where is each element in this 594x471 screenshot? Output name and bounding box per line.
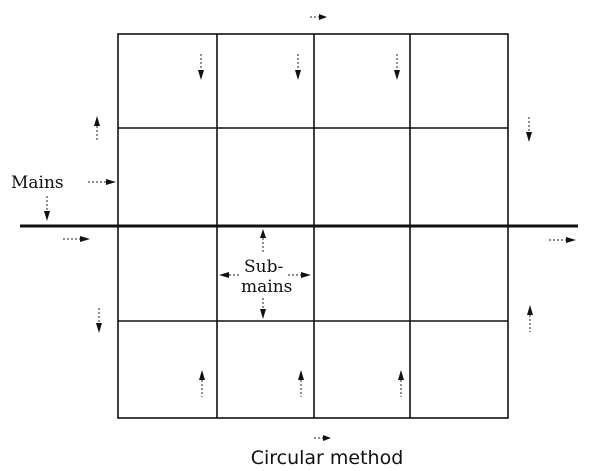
arrow-down-icon xyxy=(198,54,204,80)
arrow-up-icon xyxy=(260,229,266,252)
submains-label-line1: Sub- xyxy=(244,257,283,277)
arrow-right-icon xyxy=(288,272,311,278)
mains-label: Mains xyxy=(11,173,64,193)
arrow-up-icon xyxy=(298,370,304,397)
arrow-down-icon xyxy=(394,54,400,80)
arrow-down-icon xyxy=(526,117,532,142)
arrow-up-icon xyxy=(94,116,100,142)
arrow-up-icon xyxy=(527,305,533,332)
arrow-down-icon xyxy=(295,54,301,80)
arrow-down-icon xyxy=(96,308,102,333)
arrow-up-icon xyxy=(199,370,205,397)
arrow-right-icon xyxy=(88,179,116,185)
arrow-right-icon xyxy=(549,237,576,243)
submains-label-line2: mains xyxy=(241,277,292,297)
diagram-caption: Circular method xyxy=(251,447,404,469)
arrow-right-icon xyxy=(314,435,331,441)
arrow-up-icon xyxy=(398,370,404,397)
arrow-down-icon xyxy=(260,298,266,319)
arrow-right-icon xyxy=(310,14,327,20)
arrow-down-icon xyxy=(44,196,50,221)
arrow-right-icon xyxy=(63,236,90,242)
arrow-left-icon xyxy=(219,272,239,278)
